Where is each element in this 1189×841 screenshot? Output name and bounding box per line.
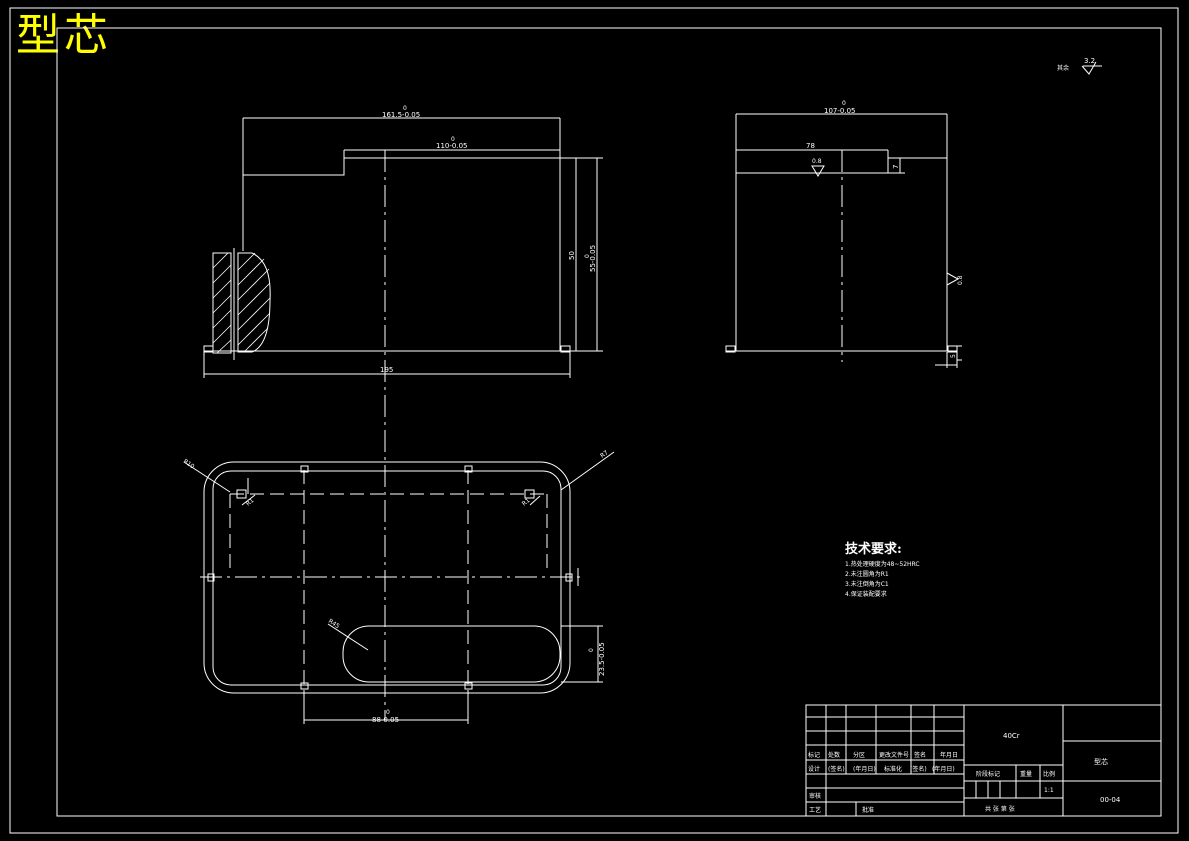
title-block-text: 标记 处数 分区 更改文件号 签名 年月日 设计 (签名) (年月日) 标准化 … (808, 732, 1121, 814)
front-view (203, 117, 603, 720)
tech-item: 3.未注倒角为C1 (845, 581, 889, 588)
tech-item: 4.保证装配要求 (845, 591, 887, 598)
front-dim-right-a: 50 (568, 251, 576, 260)
tb-design-0: 设计 (808, 765, 820, 773)
outer-frame (9, 7, 1179, 834)
front-dim-outer-upper: 0 (403, 105, 407, 112)
tb-part-name: 型芯 (1094, 757, 1108, 766)
tb-reviewer: 审核 (809, 792, 821, 800)
tech-item: 1.热处理硬度为48~52HRC (845, 561, 920, 568)
tb-label-5: 年月日 (940, 751, 958, 759)
tb-design-5: (年月日) (932, 765, 955, 773)
tb-material: 40Cr (1003, 732, 1020, 740)
tb-label-4: 签名 (914, 751, 926, 759)
tb-stage-label: 阶段标记 (976, 770, 1000, 778)
plan-r1-right: R1 (521, 497, 532, 508)
roughness-value: 3.2 (1084, 57, 1095, 65)
roughness-symbol (1081, 61, 1102, 75)
tb-label-1: 处数 (828, 751, 840, 759)
tb-process: 工艺 (809, 806, 821, 814)
tb-label-2: 分区 (853, 751, 865, 759)
technical-requirements: 技术要求: 1.热处理硬度为48~52HRC 2.未注圆角为R1 3.未注倒角为… (845, 538, 920, 600)
tb-approve: 批准 (862, 806, 874, 814)
front-dim-inner-upper: 0 (451, 136, 455, 143)
tb-design-2: (年月日) (853, 765, 876, 773)
tb-weight-label: 重量 (1020, 770, 1032, 778)
plan-dim-bottom-upper: 0 (386, 709, 390, 716)
tb-scale: 1:1 (1044, 787, 1054, 794)
plan-dim-bottom-lower: 88-0.05 (372, 716, 399, 724)
front-dim-bottom: 195 (380, 366, 393, 374)
side-roughness-a: 0.8 (812, 158, 822, 165)
plan-dim-right-upper: 0 (588, 648, 595, 652)
plan-r1-left: R1 (245, 497, 256, 508)
tb-sheets: 共 张 第 张 (985, 805, 1015, 813)
plan-view (183, 451, 615, 724)
tb-design-3: 标准化 (884, 765, 902, 773)
plan-dim-right-lower: 23.5-0.05 (598, 642, 606, 676)
tb-design-1: (签名) (828, 765, 845, 773)
side-dim-78: 78 (806, 142, 815, 150)
drawing-title: 型芯 (16, 10, 112, 61)
front-dim-outer-lower: 161.5-0.05 (382, 111, 420, 119)
tb-label-0: 标记 (808, 751, 820, 759)
tb-drawing-no: 00-04 (1100, 796, 1121, 804)
inner-frame (56, 27, 1162, 817)
tech-heading: 技术要求: (845, 542, 902, 557)
front-dim-right-b-lower: 55-0.05 (589, 245, 597, 272)
tech-item: 2.未注圆角为R1 (845, 571, 889, 578)
roughness-label: 其余 (1057, 64, 1069, 72)
tb-design-4: (签名) (910, 765, 927, 773)
tb-label-3: 更改文件号 (879, 751, 909, 759)
side-dim-top-upper: 0 (842, 100, 846, 107)
side-dim-7: 7 (892, 165, 900, 169)
side-roughness-b: 0.8 (957, 275, 964, 285)
tb-scale-label: 比例 (1043, 770, 1055, 778)
title-block (805, 704, 1162, 817)
front-dim-right-b-upper: 0 (584, 254, 591, 258)
side-dim-5: 5 (950, 354, 957, 358)
front-dim-inner-lower: 110-0.05 (436, 142, 467, 150)
plan-r7: R7 (599, 449, 610, 459)
side-view (725, 113, 962, 368)
side-dim-top-lower: 107-0.05 (824, 107, 855, 115)
